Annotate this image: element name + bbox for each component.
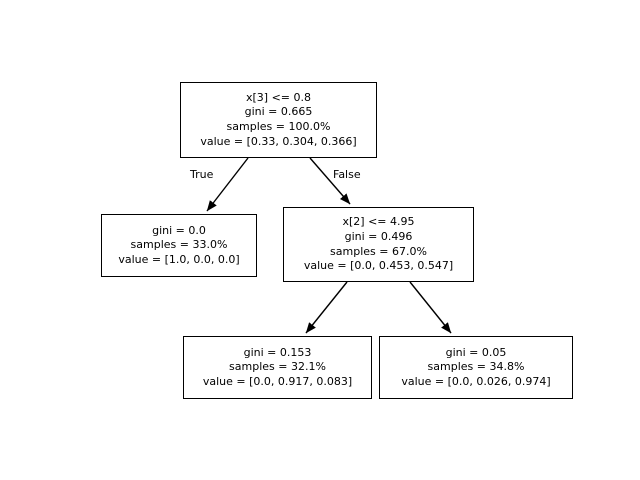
node-root-gini: gini = 0.665: [244, 105, 313, 119]
node-left-gini: gini = 0.0: [152, 223, 206, 237]
edge-root-to-right: [309, 157, 351, 205]
edge-right-to-right-left: [305, 281, 348, 334]
node-right-left-gini: gini = 0.153: [243, 345, 312, 359]
node-right-samples: samples = 67.0%: [330, 244, 427, 258]
node-right-gini: gini = 0.496: [344, 229, 413, 243]
node-right-value: value = [0.0, 0.453, 0.547]: [303, 259, 454, 273]
node-right-left-samples: samples = 32.1%: [229, 360, 326, 374]
node-right-right-samples: samples = 34.8%: [427, 360, 525, 374]
node-root-value: value = [0.33, 0.304, 0.366]: [200, 134, 357, 148]
node-left-samples: samples = 33.0%: [130, 238, 228, 252]
edge-label-false: False: [333, 168, 361, 181]
node-left-value: value = [1.0, 0.0, 0.0]: [118, 252, 240, 266]
tree-node-root[interactable]: x[3] <= 0.8 gini = 0.665 samples = 100.0…: [180, 82, 377, 158]
edge-label-true: True: [190, 168, 214, 181]
tree-node-right-left-leaf[interactable]: gini = 0.153 samples = 32.1% value = [0.…: [183, 336, 372, 399]
edge-right-to-right-right: [409, 281, 452, 334]
node-right-condition: x[2] <= 4.95: [342, 215, 415, 229]
edge-root-to-left: [206, 157, 249, 212]
node-right-right-value: value = [0.0, 0.026, 0.974]: [401, 374, 551, 388]
tree-node-left-leaf[interactable]: gini = 0.0 samples = 33.0% value = [1.0,…: [101, 214, 257, 277]
node-right-right-gini: gini = 0.05: [445, 345, 507, 359]
node-root-samples: samples = 100.0%: [226, 120, 331, 133]
node-right-left-value: value = [0.0, 0.917, 0.083]: [202, 374, 353, 388]
tree-node-right-split[interactable]: x[2] <= 4.95 gini = 0.496 samples = 67.0…: [283, 207, 474, 282]
node-root-condition: x[3] <= 0.8: [245, 90, 311, 104]
tree-node-right-right-leaf[interactable]: gini = 0.05 samples = 34.8% value = [0.0…: [379, 336, 573, 399]
